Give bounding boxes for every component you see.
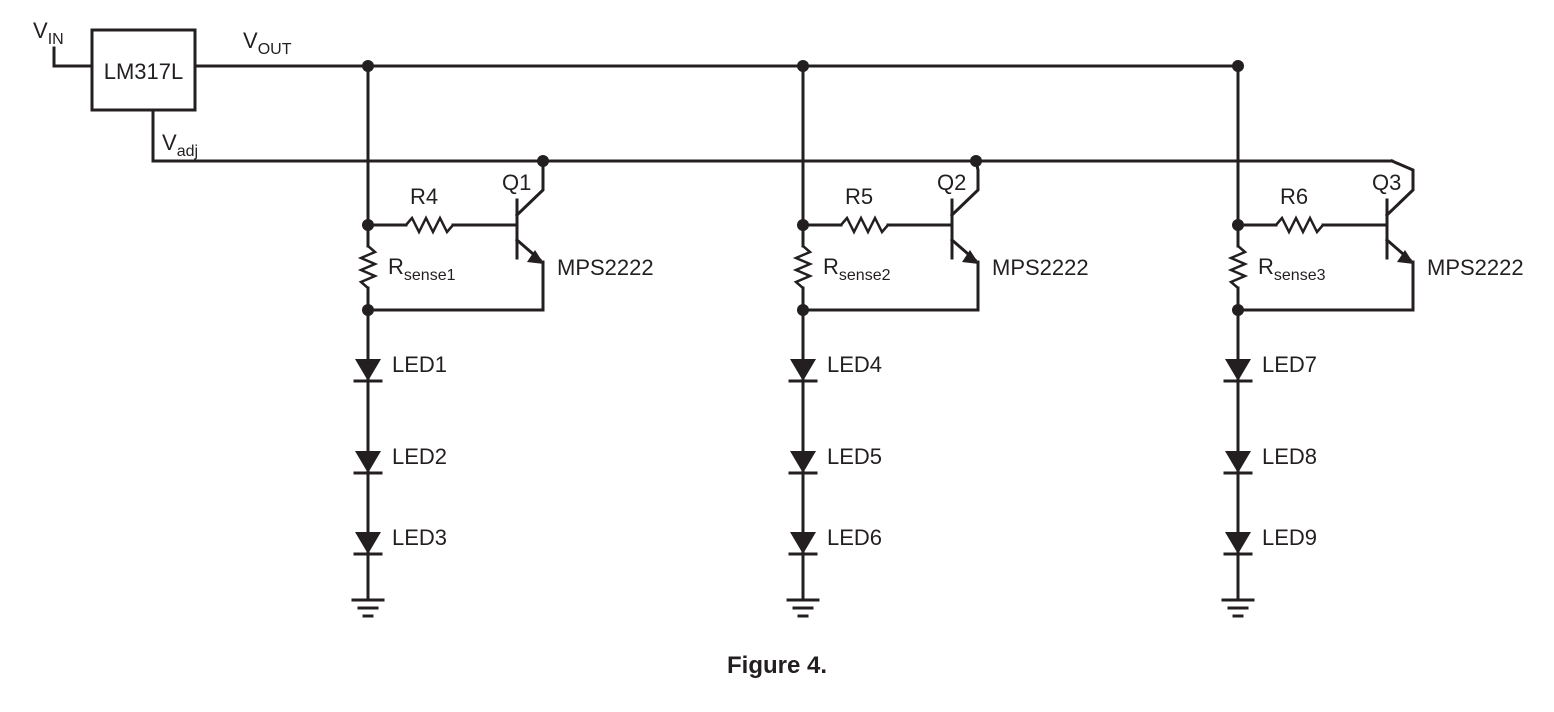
regulator-block: LM317L <box>90 28 197 112</box>
junction-dot <box>362 60 374 72</box>
junction-dot <box>537 155 549 167</box>
junction-dot <box>1232 219 1244 231</box>
led-diode-icon <box>790 359 816 381</box>
emitter-arrow <box>527 250 544 264</box>
junction-dot <box>797 304 809 316</box>
junction-dot <box>797 219 809 231</box>
led-label: LED9 <box>1262 525 1317 550</box>
emitter-return-wire <box>801 260 980 312</box>
junction-dot <box>1232 60 1244 72</box>
junction-dot <box>362 304 374 316</box>
emitter-arrow <box>1397 250 1414 264</box>
transistor-label: Q3 <box>1372 170 1401 195</box>
junction-dot <box>797 60 809 72</box>
collector-lead <box>1384 159 1415 218</box>
led-diode-icon <box>790 451 816 473</box>
vin-label: VIN <box>33 18 64 48</box>
sense-resistor-label: Rsense2 <box>823 254 891 284</box>
regulator-box <box>90 28 197 112</box>
transistor-part-label: MPS2222 <box>557 255 654 280</box>
led-label: LED1 <box>392 352 447 377</box>
led-diode-icon <box>1225 532 1251 554</box>
junction-dot <box>1232 304 1244 316</box>
base-resistor-zigzag <box>1275 215 1324 235</box>
led-diode-icon <box>1225 359 1251 381</box>
transistor-part-label: MPS2222 <box>992 255 1089 280</box>
led-diode-icon <box>355 451 381 473</box>
sense-resistor-zigzag <box>357 245 379 289</box>
sense-resistor-zigzag <box>1227 245 1249 289</box>
figure-caption: Figure 4. <box>726 652 828 679</box>
emitter-arrow <box>962 250 979 264</box>
transistor-part-label: MPS2222 <box>1427 255 1524 280</box>
vadj-rail <box>151 108 1394 163</box>
led-label: LED4 <box>827 352 882 377</box>
vout-label: VOUT <box>243 28 292 58</box>
base-resistor-zigzag <box>405 215 454 235</box>
led-diode-icon <box>355 359 381 381</box>
base-resistor-label: R6 <box>1280 184 1308 209</box>
base-resistor-label: R4 <box>410 184 438 209</box>
led-label: LED2 <box>392 444 447 469</box>
transistor-label: Q2 <box>937 170 966 195</box>
sense-resistor-zigzag <box>792 245 814 289</box>
transistor-label: Q1 <box>502 170 531 195</box>
base-resistor-label: R5 <box>845 184 873 209</box>
sense-resistor-label: Rsense3 <box>1258 254 1326 284</box>
led-diode-icon <box>355 532 381 554</box>
led-label: LED7 <box>1262 352 1317 377</box>
sense-resistor-label: Rsense1 <box>388 254 456 284</box>
led-label: LED8 <box>1262 444 1317 469</box>
led-label: LED3 <box>392 525 447 550</box>
junction-dot <box>970 155 982 167</box>
junction-dot <box>362 219 374 231</box>
led-label: LED5 <box>827 444 882 469</box>
emitter-return-wire <box>1236 260 1415 312</box>
led-diode-icon <box>1225 451 1251 473</box>
led-label: LED6 <box>827 525 882 550</box>
emitter-return-wire <box>366 260 545 312</box>
base-resistor-zigzag <box>840 215 889 235</box>
vin-wire <box>52 46 94 68</box>
vadj-label: Vadj <box>162 130 198 160</box>
led-diode-icon <box>790 532 816 554</box>
regulator-label: LM317L <box>104 59 184 84</box>
